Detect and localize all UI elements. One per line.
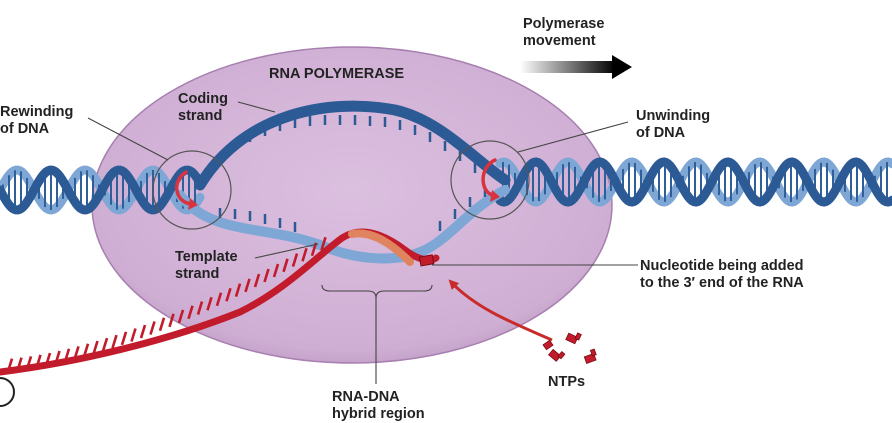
rna-base [301, 247, 308, 262]
rna-base [253, 273, 261, 288]
rna-base [149, 321, 156, 335]
rna-base [196, 301, 204, 315]
rna-base [272, 263, 280, 278]
rna-base [187, 305, 194, 320]
rna-base [158, 317, 166, 332]
coding-strand-bases [233, 115, 477, 173]
rna-base [263, 268, 270, 283]
rna-base [111, 334, 118, 349]
rna-base [282, 258, 289, 273]
rna-base [120, 331, 128, 346]
rna-base [101, 337, 109, 352]
rna-base [139, 324, 147, 339]
nucleotide-being-added [418, 254, 435, 267]
rna-base [168, 313, 175, 328]
dna-left-strand-front [0, 165, 205, 215]
rna-base [177, 309, 185, 324]
unwinding-zone [450, 140, 530, 220]
rna-polymerase-label: RNA POLYMERASE [269, 66, 405, 82]
ntps-label: NTPs [548, 374, 586, 390]
rna-base [206, 296, 213, 311]
ntp-icon [542, 332, 597, 364]
rna-transcript [0, 228, 440, 376]
leader-lines [87, 101, 638, 384]
rna-base [244, 278, 251, 293]
dna-front-strand [0, 157, 892, 215]
rna-base [234, 283, 242, 297]
nucleotide-addition-arrow-icon [448, 279, 553, 342]
transcription-bubble [175, 100, 511, 264]
polymerase-movement-arrow-icon [520, 55, 632, 79]
rewinding-zone [152, 150, 232, 230]
dna-right-strand-front [495, 157, 892, 207]
dna-right-strand-back [495, 157, 892, 207]
corner-circle-icon [0, 377, 15, 407]
template-strand [175, 185, 510, 264]
rna-base [92, 340, 99, 355]
rna-base [130, 328, 137, 342]
hybrid-dna-segment [348, 229, 414, 266]
rna-base [225, 287, 232, 302]
rna-base [215, 292, 223, 307]
rna-base [291, 253, 299, 267]
coding-strand [194, 100, 511, 191]
rna-base [320, 236, 327, 251]
